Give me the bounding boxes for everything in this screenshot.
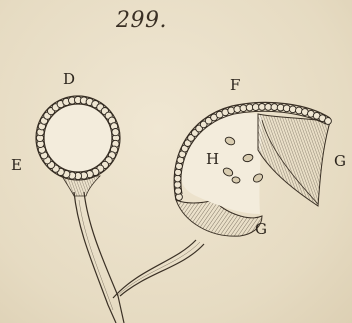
open-sporangium <box>174 102 331 236</box>
bead <box>234 106 241 113</box>
label-f: F <box>230 78 240 93</box>
bead <box>283 105 290 112</box>
bead <box>175 169 182 176</box>
bead <box>271 104 278 111</box>
bead <box>175 188 182 195</box>
bead <box>240 105 247 112</box>
bead <box>112 129 119 136</box>
stalk <box>74 192 124 323</box>
label-g-right: G <box>334 154 346 169</box>
label-g-bottom: G <box>255 222 267 237</box>
branch-stalk <box>113 240 204 298</box>
label-h: H <box>206 152 219 167</box>
label-e: E <box>11 158 22 173</box>
spherical-sporangium <box>36 96 120 180</box>
label-d: D <box>63 72 75 87</box>
bead <box>325 118 332 125</box>
bead <box>228 107 235 114</box>
bead <box>289 106 296 113</box>
